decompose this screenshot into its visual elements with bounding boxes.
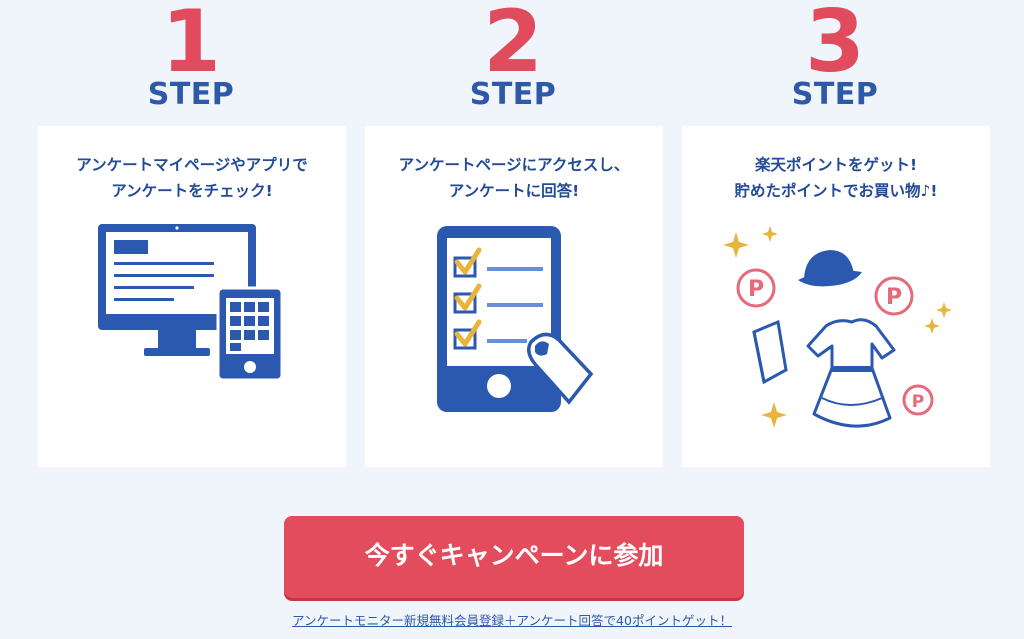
cta-note-text[interactable]: アンケートモニター新規無料会員登録＋アンケート回答で40ポイントゲット！ (292, 613, 732, 628)
svg-text:P: P (912, 392, 924, 412)
step-1-line-1: アンケートマイページやアプリで (76, 156, 308, 174)
step-2-header: 2 STEP (403, 0, 623, 110)
step-2-card: アンケートページにアクセスし、 アンケートに回答! (365, 126, 663, 467)
step-3-label: STEP (791, 77, 879, 112)
point-coin-icon: P P P (736, 268, 934, 416)
step-1-card: アンケートマイページやアプリで アンケートをチェック! (38, 126, 346, 467)
svg-text:P: P (886, 285, 902, 310)
step-3-line-1: 楽天ポイントをゲット! (754, 156, 918, 174)
step-3-card: 楽天ポイントをゲット! 貯めたポイントでお買い物♪! P P P (682, 126, 990, 467)
step-2-line-1: アンケートページにアクセスし、 (398, 156, 630, 174)
checklist-phone-icon (437, 226, 594, 412)
step-3-line-2: 貯めたポイントでお買い物♪! (734, 182, 938, 200)
monitor-and-tablet-icon (98, 224, 284, 382)
step-2-label: STEP (469, 77, 557, 112)
step-2-number: 2 (483, 0, 543, 92)
step-1-line-2: アンケートをチェック! (111, 182, 273, 200)
step-3-number: 3 (805, 0, 865, 92)
step-2-line-2: アンケートに回答! (448, 182, 580, 200)
step-1-number: 1 (161, 0, 221, 92)
step-1-label: STEP (147, 77, 235, 112)
step-2-description: アンケートページにアクセスし、 アンケートに回答! (365, 152, 663, 204)
points-shopping-icon: P P P (723, 226, 952, 428)
step-1-description: アンケートマイページやアプリで アンケートをチェック! (38, 152, 346, 204)
cta-note-link[interactable]: アンケートモニター新規無料会員登録＋アンケート回答で40ポイントゲット！ (0, 610, 1024, 629)
step-3-header: 3 STEP (725, 0, 945, 110)
step-1-header: 1 STEP (81, 0, 301, 110)
svg-text:P: P (748, 277, 764, 302)
step-3-description: 楽天ポイントをゲット! 貯めたポイントでお買い物♪! (682, 152, 990, 204)
join-campaign-button[interactable]: 今すぐキャンペーンに参加 (284, 516, 744, 598)
